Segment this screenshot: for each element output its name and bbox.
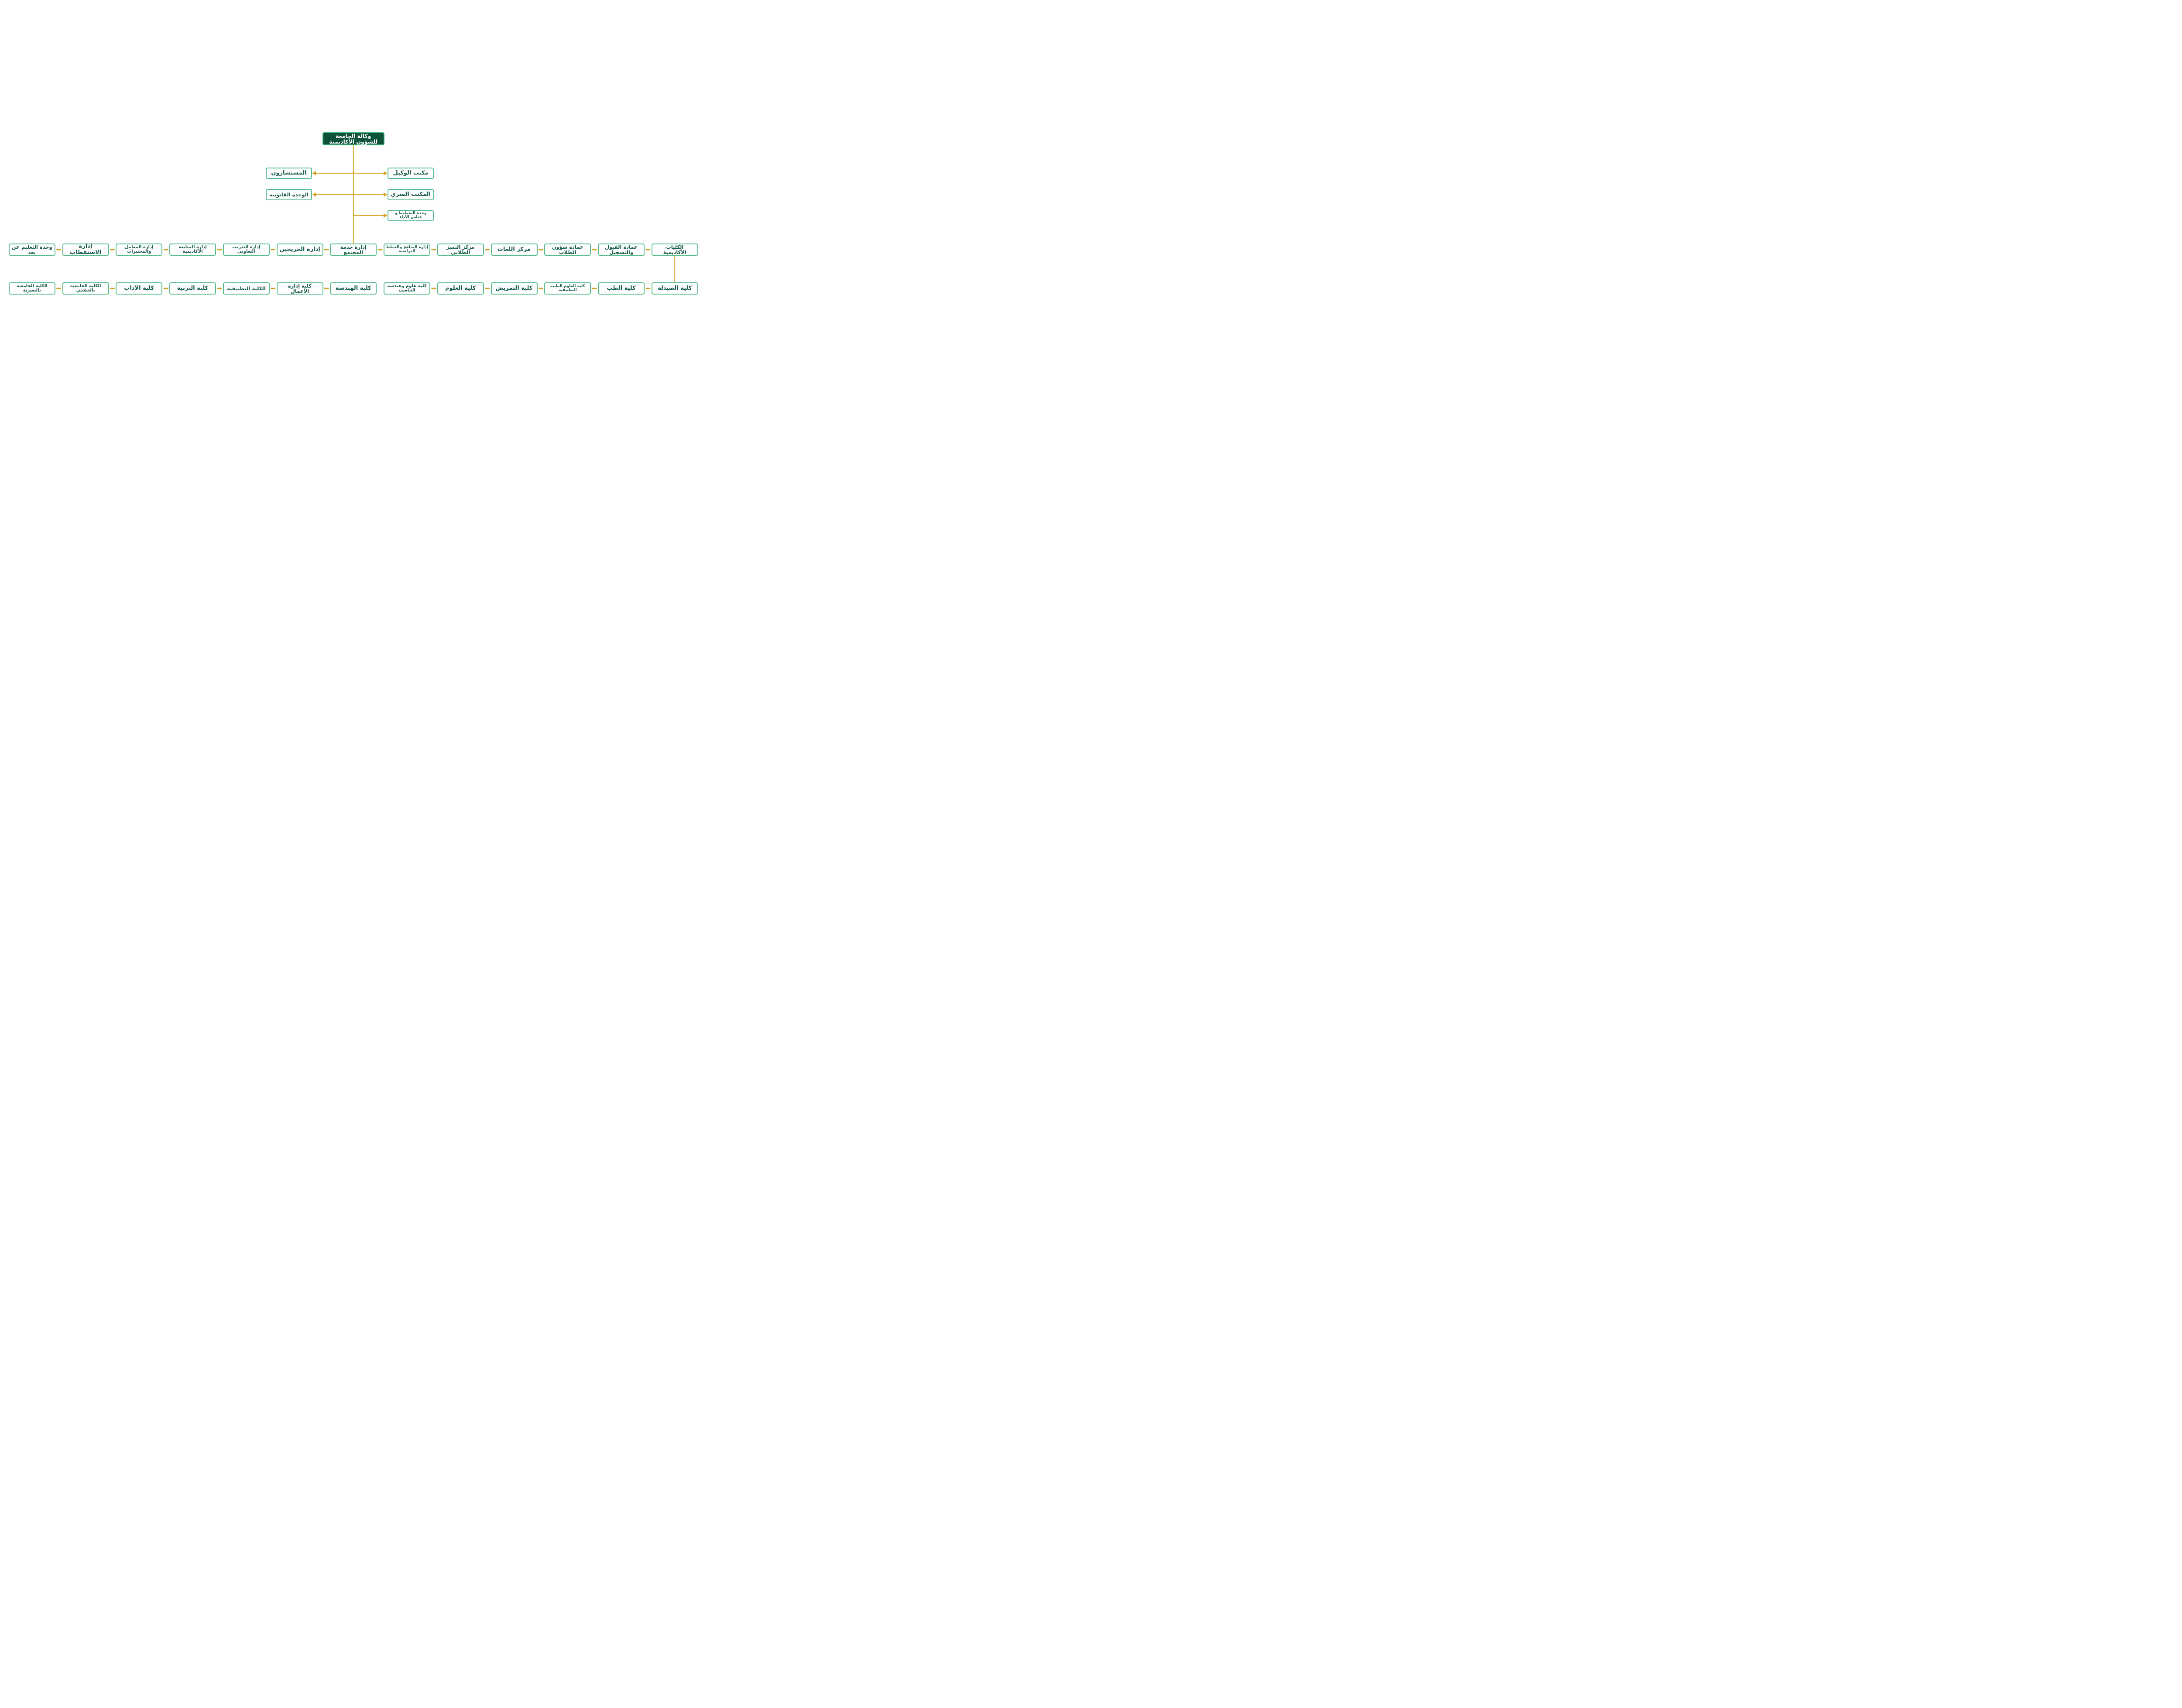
org-node-dept-1: وحدة التعليم عن بعد xyxy=(8,244,55,256)
branch-line-left-2 xyxy=(316,192,354,195)
dept-link-dash-11 xyxy=(592,249,597,250)
college-link-dash-12 xyxy=(645,288,651,289)
org-node-college-10: كلية التمريض xyxy=(491,282,538,295)
dept-link-dash-9 xyxy=(485,249,490,250)
org-node-dept-7: إدارة خدمة المجتمع xyxy=(330,244,377,256)
org-node-college-2-label: الكلية الجامعية بالخفجي xyxy=(70,283,101,293)
org-node-college-5-label: الكلية التطبيقية xyxy=(226,285,266,292)
dept-link-dash-10 xyxy=(538,249,543,250)
org-node-side-left-2-label: الوحدة القانونية xyxy=(269,191,309,198)
org-node-dept-5-label: إدارة التدريب التعاوني xyxy=(232,244,261,254)
org-node-college-1-label: الكلية الجامعية بالنعيرية xyxy=(16,283,48,293)
org-node-college-6: كلية إدارة الأعمال xyxy=(276,282,323,295)
org-node-college-12-label: كلية الطب xyxy=(607,285,636,292)
org-node-dept-6: إدارة الخريجين xyxy=(276,244,323,256)
dept-link-dash-5 xyxy=(271,249,276,250)
org-node-college-4: كلية التربية xyxy=(169,282,216,295)
college-link-dash-9 xyxy=(485,288,490,289)
org-node-dept-6-label: إدارة الخريجين xyxy=(279,246,320,253)
dept-link-dash-8 xyxy=(431,249,436,250)
org-node-dept-2-label: إدارة الاستقطاب xyxy=(69,243,102,256)
org-node-side-left-2: الوحدة القانونية xyxy=(266,189,312,200)
org-node-college-8: كلية علوم وهندسة الحاسب xyxy=(384,282,430,295)
org-node-dept-9: مركز التميز الطلابي xyxy=(437,244,484,256)
org-node-college-10-label: كلية التمريض xyxy=(495,285,533,292)
org-node-dept-1-label: وحدة التعليم عن بعد xyxy=(11,244,52,255)
org-chart-canvas: وكالة الجامعة للشؤون الأكاديمية المستشار… xyxy=(0,0,698,427)
dept-link-dash-6 xyxy=(324,249,329,250)
dept-link-dash-4 xyxy=(217,249,222,250)
dept-link-dash-1 xyxy=(56,249,62,250)
org-node-college-11-label: كلية العلوم الطبية التطبيقية xyxy=(550,284,585,292)
org-node-college-7-label: كلية الهندسة xyxy=(335,285,371,292)
org-node-dept-12-label: عمادة القبول والتسجيل xyxy=(605,244,638,255)
org-node-side-right-1: مكتب الوكيل xyxy=(388,168,434,179)
branch-line-right-1 xyxy=(353,171,384,174)
org-node-college-9-label: كلية العلوم xyxy=(445,285,476,292)
org-node-college-1: الكلية الجامعية بالنعيرية xyxy=(8,282,55,295)
org-node-dept-12: عمادة القبول والتسجيل xyxy=(598,244,645,256)
org-node-side-right-1-label: مكتب الوكيل xyxy=(393,170,429,177)
org-node-college-3: كلية الآداب xyxy=(116,282,163,295)
dept-link-dash-7 xyxy=(377,249,383,250)
org-node-dept-7-label: إدارة خدمة المجتمع xyxy=(340,244,367,255)
org-node-dept-2: إدارة الاستقطاب xyxy=(62,244,109,256)
college-link-dash-6 xyxy=(324,288,329,289)
org-node-college-13: كلية الصيدلة xyxy=(651,282,698,295)
org-node-root-label: وكالة الجامعة للشؤون الأكاديمية xyxy=(329,132,378,145)
org-node-dept-11-label: عمادة شؤون الطلاب xyxy=(552,244,583,255)
org-node-college-13-label: كلية الصيدلة xyxy=(658,285,692,292)
org-node-dept-13-label: الكليات الأكاديمية xyxy=(663,244,686,255)
college-link-dash-3 xyxy=(163,288,168,289)
college-link-dash-10 xyxy=(538,288,543,289)
branch-line-right-3 xyxy=(353,213,384,216)
org-node-college-11: كلية العلوم الطبية التطبيقية xyxy=(544,282,591,295)
org-node-root: وكالة الجامعة للشؤون الأكاديمية xyxy=(322,132,384,145)
branch-arrowhead-right-3 xyxy=(384,213,388,218)
college-link-dash-8 xyxy=(431,288,436,289)
org-node-college-6-label: كلية إدارة الأعمال xyxy=(288,282,312,294)
org-node-dept-10-label: مركز اللغات xyxy=(497,246,531,253)
org-node-side-right-2: المكتب السري xyxy=(388,189,434,200)
dept-link-dash-12 xyxy=(645,249,651,250)
org-node-dept-3: إدارة المعامل والمختبرات xyxy=(116,244,163,256)
org-node-dept-10: مركز اللغات xyxy=(491,244,538,256)
org-node-college-3-label: كلية الآداب xyxy=(124,285,154,292)
org-node-side-right-3: وحدة التخطيط و قياس الأداء xyxy=(388,210,434,221)
org-node-dept-9-label: مركز التميز الطلابي xyxy=(446,244,475,255)
branch-line-left-1 xyxy=(316,171,354,174)
branch-arrowhead-left-1 xyxy=(312,171,316,175)
org-node-college-7: كلية الهندسة xyxy=(330,282,377,295)
branch-arrowhead-left-2 xyxy=(312,192,316,197)
org-node-college-12: كلية الطب xyxy=(598,282,645,295)
org-node-side-left-1: المستشارون xyxy=(266,168,312,179)
college-link-dash-2 xyxy=(110,288,115,289)
org-node-dept-11: عمادة شؤون الطلاب xyxy=(544,244,591,256)
org-node-college-2: الكلية الجامعية بالخفجي xyxy=(62,282,109,295)
org-node-dept-5: إدارة التدريب التعاوني xyxy=(223,244,270,256)
org-node-side-right-2-label: المكتب السري xyxy=(391,191,431,198)
org-node-dept-4-label: إدارة المتابعة الأكاديمية xyxy=(178,244,207,254)
branch-line-right-2 xyxy=(353,192,384,195)
dept-link-dash-2 xyxy=(110,249,115,250)
org-node-dept-3-label: إدارة المعامل والمختبرات xyxy=(124,244,154,254)
college-link-dash-11 xyxy=(592,288,597,289)
college-link-dash-1 xyxy=(56,288,62,289)
dept-link-dash-3 xyxy=(163,249,168,250)
connector-lines-layer xyxy=(56,145,676,289)
org-node-dept-8: إدارة المناهج والخطط الدراسية xyxy=(384,244,430,256)
branch-arrowhead-right-2 xyxy=(384,192,388,197)
college-link-dash-5 xyxy=(271,288,276,289)
org-node-dept-8-label: إدارة المناهج والخطط الدراسية xyxy=(386,245,428,254)
org-node-college-8-label: كلية علوم وهندسة الحاسب xyxy=(387,283,427,293)
org-node-side-right-3-label: وحدة التخطيط و قياس الأداء xyxy=(395,211,427,220)
org-node-dept-4: إدارة المتابعة الأكاديمية xyxy=(169,244,216,256)
org-node-college-4-label: كلية التربية xyxy=(177,285,209,292)
college-link-dash-4 xyxy=(217,288,222,289)
org-node-college-5: الكلية التطبيقية xyxy=(223,282,270,295)
org-node-college-9: كلية العلوم xyxy=(437,282,484,295)
org-node-dept-13: الكليات الأكاديمية xyxy=(651,244,698,256)
org-node-side-left-1-label: المستشارون xyxy=(271,170,307,177)
branch-arrowhead-right-1 xyxy=(384,171,388,175)
